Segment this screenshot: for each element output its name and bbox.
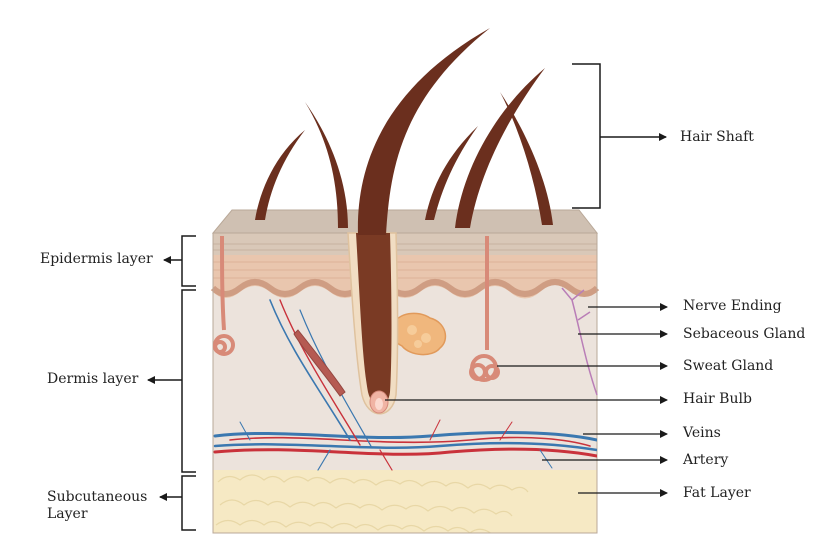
skin-block xyxy=(213,210,597,534)
sweat-gland-label: Sweat Gland xyxy=(683,358,773,375)
hair-shafts xyxy=(255,28,553,235)
sebaceous-gland-label: Sebaceous Gland xyxy=(683,326,805,343)
dermis-bracket xyxy=(182,290,196,472)
hair-shaft xyxy=(305,102,348,228)
hair-shaft xyxy=(255,130,305,220)
dermis-layer-label: Dermis layer xyxy=(47,371,138,388)
subcutaneous-bracket xyxy=(182,476,196,530)
skin-surface xyxy=(213,210,597,233)
subcutaneous-layer-label-line2: Layer xyxy=(47,506,88,523)
epidermis-layer-label: Epidermis layer xyxy=(40,251,153,268)
subcutaneous-layer-label-line1: Subcutaneous xyxy=(47,489,147,506)
left-brackets xyxy=(182,236,196,530)
left-arrows xyxy=(148,260,182,497)
fat-layer-label: Fat Layer xyxy=(683,485,751,502)
veins-label: Veins xyxy=(683,425,721,442)
fat-layer-region xyxy=(213,470,597,533)
artery-label: Artery xyxy=(683,452,728,469)
hair-bulb-label: Hair Bulb xyxy=(683,391,752,408)
hair-shaft-bracket xyxy=(572,64,666,208)
epidermis-bracket xyxy=(182,236,196,286)
hair-shaft-label: Hair Shaft xyxy=(680,129,754,146)
nerve-ending-label: Nerve Ending xyxy=(683,298,782,315)
